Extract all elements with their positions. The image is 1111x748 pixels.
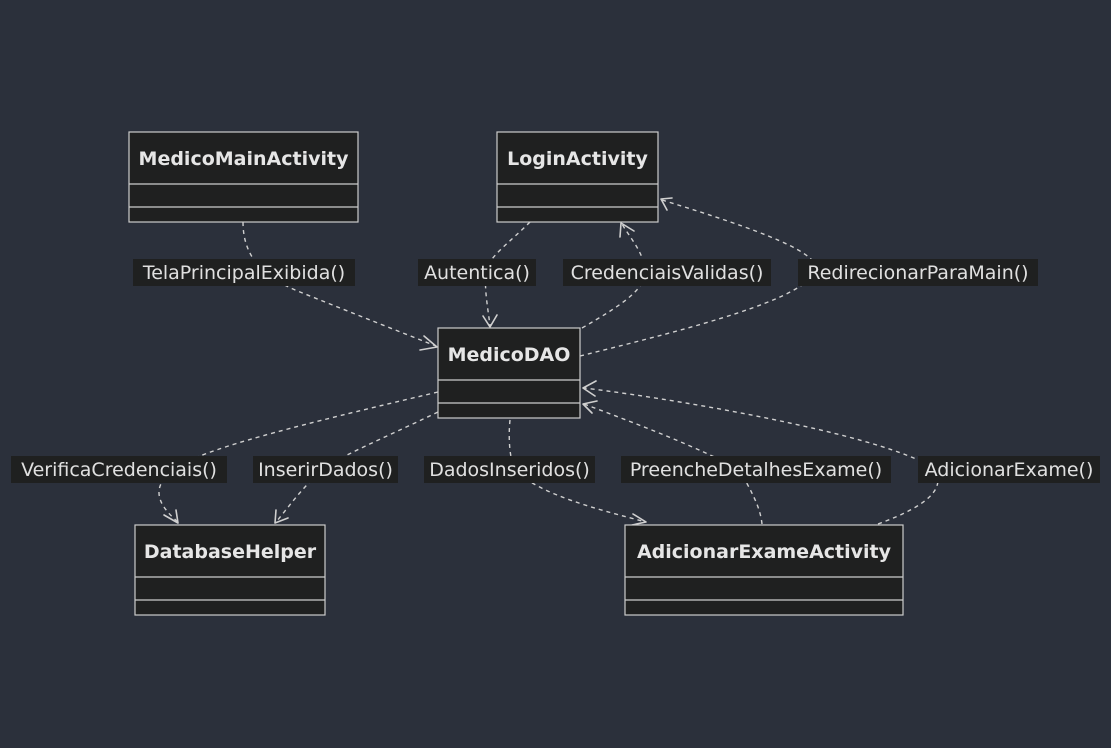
class-title-medico-dao: MedicoDAO (448, 344, 571, 366)
arrowhead-preenche-detalhes-exame (582, 400, 598, 414)
svg-text:PreencheDetalhesExame(): PreencheDetalhesExame() (630, 459, 882, 481)
class-title-adicionar-exame-activity: AdicionarExameActivity (637, 541, 892, 563)
class-database-helper: DatabaseHelper (134, 524, 326, 616)
class-login-activity: LoginActivity (496, 131, 659, 223)
arrowhead-adicionar-exame (582, 380, 597, 397)
class-title-medico-main-activity: MedicoMainActivity (139, 148, 350, 170)
svg-text:VerificaCredenciais(): VerificaCredenciais() (21, 459, 217, 481)
label-credenciais-validas: CredenciaisValidas() (563, 259, 771, 286)
svg-text:CredenciaisValidas(): CredenciaisValidas() (571, 262, 764, 284)
arrowhead-redirecionar-para-main (660, 197, 673, 211)
class-medico-dao: MedicoDAO (437, 327, 581, 419)
label-verifica-credenciais: VerificaCredenciais() (11, 456, 227, 483)
arrowheads (163, 197, 673, 526)
label-autentica: Autentica() (418, 259, 536, 286)
label-redirecionar-para-main: RedirecionarParaMain() (798, 259, 1038, 286)
arrowhead-tela-principal-exibida (419, 335, 438, 351)
edge-credenciais-validas (581, 223, 646, 329)
class-title-database-helper: DatabaseHelper (144, 541, 317, 563)
class-adicionar-exame-activity: AdicionarExameActivity (624, 524, 904, 616)
edge-tela-principal-exibida (242, 221, 437, 347)
svg-text:AdicionarExame(): AdicionarExame() (925, 459, 1094, 481)
arrowhead-credenciais-validas (619, 222, 635, 238)
label-tela-principal-exibida: TelaPrincipalExibida() (133, 259, 355, 286)
arrowhead-dados-inseridos (631, 513, 647, 526)
svg-text:TelaPrincipalExibida(): TelaPrincipalExibida() (142, 262, 345, 284)
svg-text:InserirDados(): InserirDados() (258, 459, 393, 481)
svg-text:Autentica(): Autentica() (424, 262, 530, 284)
edge-adicionar-exame (583, 387, 939, 525)
label-adicionar-exame: AdicionarExame() (918, 456, 1100, 483)
arrowhead-inserir-dados (274, 509, 289, 524)
label-inserir-dados: InserirDados() (253, 456, 398, 483)
arrowhead-verifica-credenciais (163, 509, 179, 524)
class-medico-main-activity: MedicoMainActivity (128, 131, 359, 223)
label-dados-inseridos: DadosInseridos() (424, 456, 595, 483)
edge-inserir-dados (275, 411, 439, 523)
svg-text:DadosInseridos(): DadosInseridos() (429, 459, 590, 481)
svg-text:RedirecionarParaMain(): RedirecionarParaMain() (807, 262, 1028, 284)
arrowhead-autentica (482, 314, 498, 328)
edge-verifica-credenciais (158, 391, 439, 523)
edge-preenche-detalhes-exame (583, 403, 763, 525)
label-preenche-detalhes-exame: PreencheDetalhesExame() (621, 456, 891, 483)
class-title-login-activity: LoginActivity (507, 148, 648, 170)
